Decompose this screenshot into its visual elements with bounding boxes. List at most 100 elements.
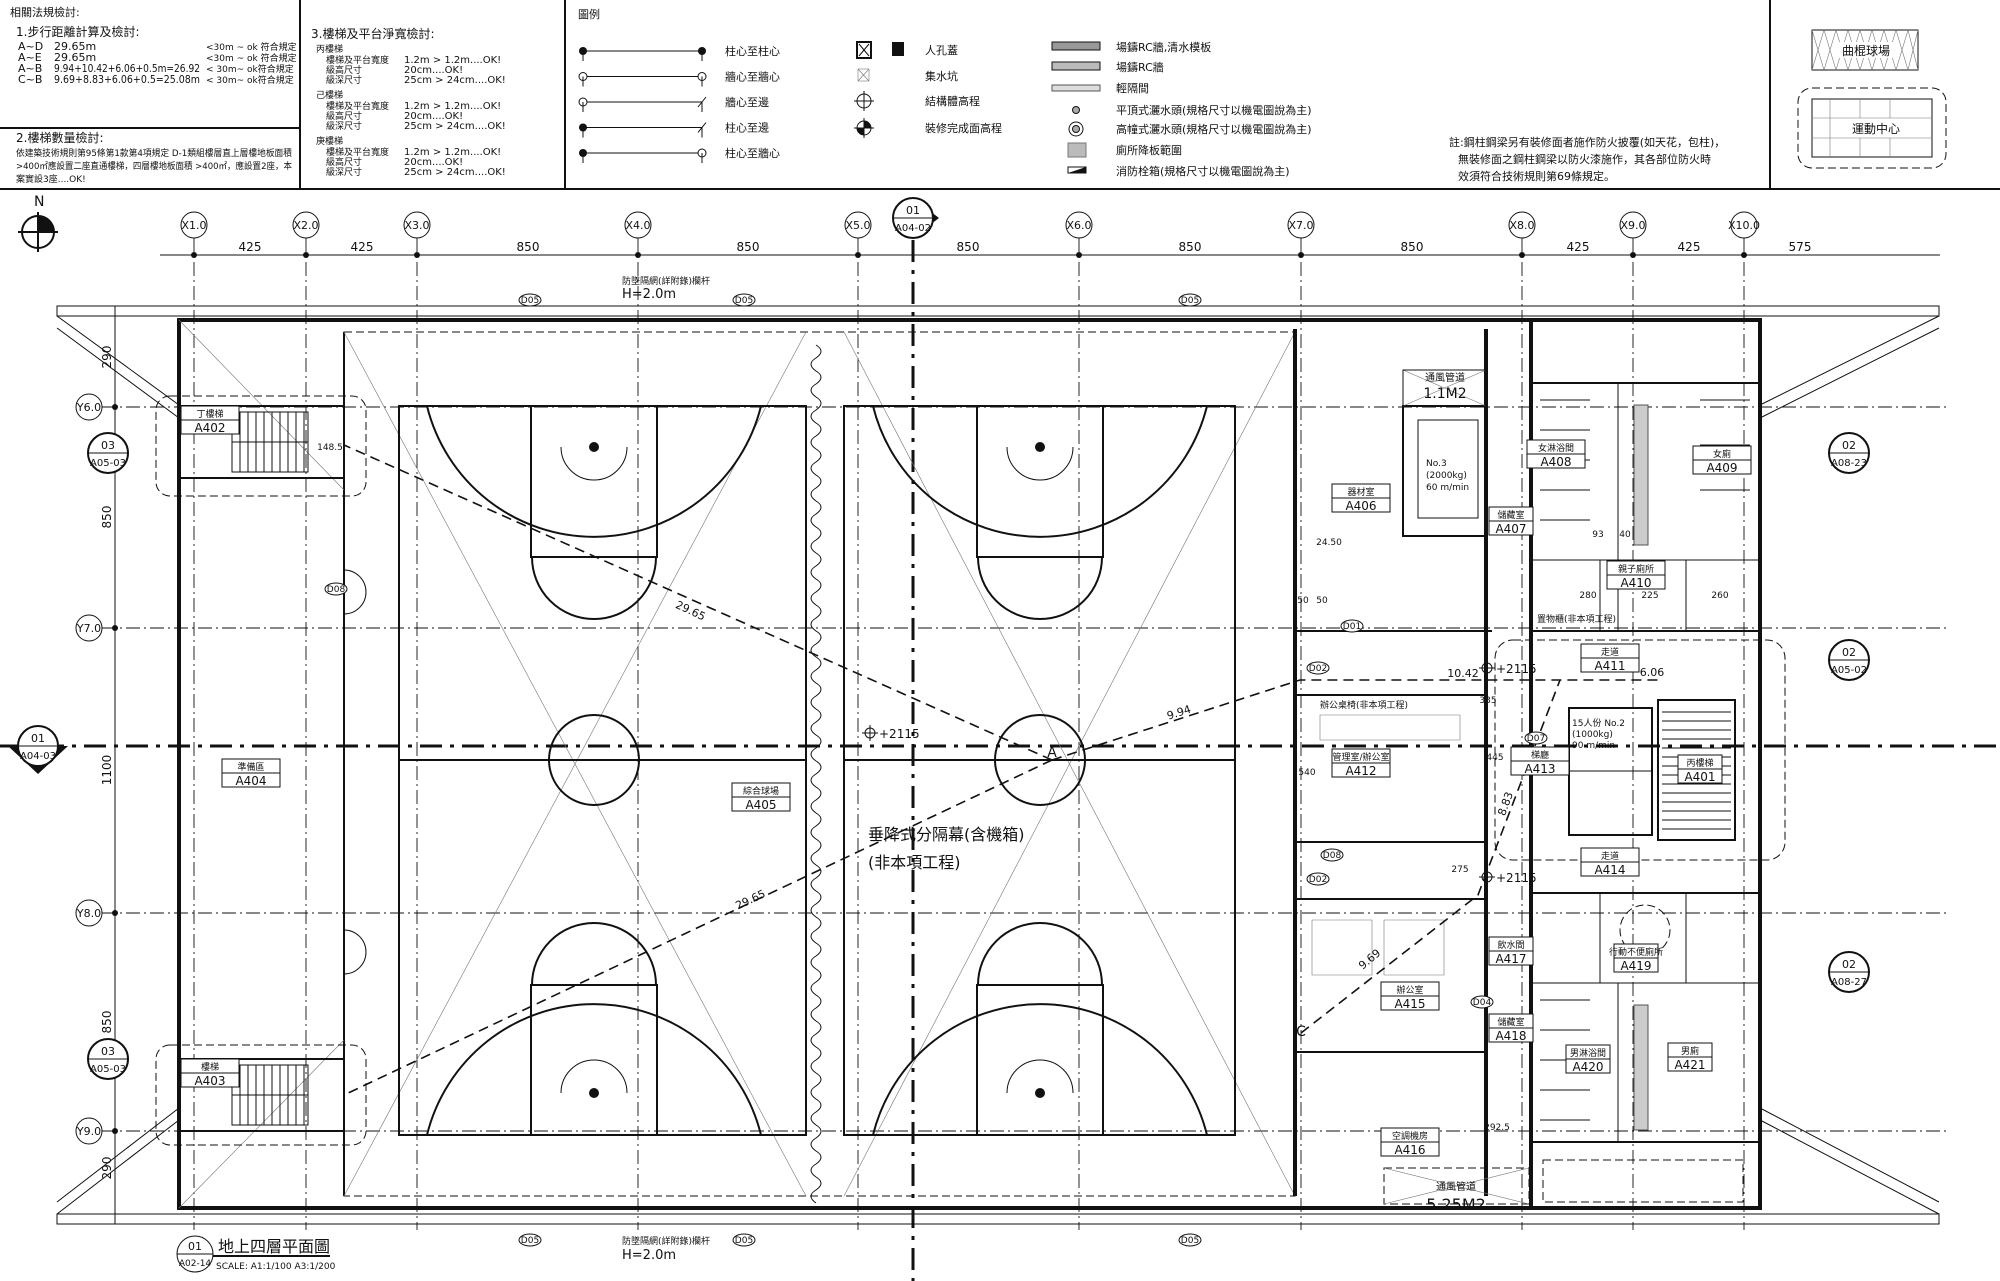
hoop-icon — [589, 1088, 599, 1098]
legend-material-label: 平頂式灑水頭(規格尺寸以機電圖說為主) — [1116, 103, 1312, 117]
grid-bubble — [1619, 211, 1647, 239]
header-panel — [0, 0, 2000, 190]
stair-check-label: 級高尺寸 — [326, 156, 362, 168]
dimension-value: 260 — [1711, 591, 1728, 601]
door-tag: D04 — [1470, 995, 1494, 1009]
room-name: 辦公室 — [1396, 984, 1423, 996]
dimension-value: 292.5 — [1484, 1123, 1510, 1133]
legend-line-label: 柱心至柱心 — [725, 44, 780, 58]
row-dimension: 290 — [100, 1157, 114, 1180]
elevation-value: +2115 — [879, 727, 920, 741]
elevation-marker: +2115 — [1479, 660, 1537, 676]
legend-material-label: 消防栓箱(規格尺寸以機電圖說為主) — [1116, 164, 1290, 178]
stair-group-name: 己樓梯 — [316, 89, 343, 101]
callout-number: 02 — [1842, 646, 1856, 659]
room-name: 準備區 — [237, 761, 264, 773]
railing-note: 防墜隔網(詳附錄)欄杆 — [622, 275, 710, 287]
restricted-arc — [1006, 446, 1074, 481]
railing-height: H=2.0m — [622, 1248, 676, 1263]
restricted-arc — [1006, 1059, 1074, 1094]
walking-distance-title: 1.步行距離計算及檢討: — [16, 24, 140, 39]
door-tag-label: D08 — [1323, 851, 1342, 861]
duct-label: 通風管道 — [1425, 371, 1465, 384]
grid-label: X9.0 — [1620, 219, 1645, 232]
room-name: 儲藏室 — [1497, 509, 1524, 521]
callout-sheet: A08-27 — [1831, 977, 1867, 988]
distance-value: 29.65m — [54, 40, 96, 53]
free-throw-lane — [530, 984, 658, 1136]
room-name: 親子廁所 — [1618, 563, 1654, 575]
room-name: 走道 — [1601, 646, 1619, 658]
callout-number: 01 — [31, 732, 45, 745]
structure-elevation-icon — [854, 91, 874, 111]
room-code: A405 — [745, 798, 776, 812]
room-code: A407 — [1495, 522, 1526, 536]
column-dimension: 850 — [517, 240, 540, 254]
row-dimension: 850 — [100, 506, 114, 529]
duct-label: 通風管道 — [1436, 1180, 1476, 1193]
distance-key: A~D — [18, 40, 43, 53]
curtain-note: 垂降式分隔幕(含機箱) — [868, 825, 1025, 844]
callout-sheet: A04-02 — [895, 223, 931, 234]
drawing-title-block: 01 A02-14 地上四層平面圖 SCALE: A1:1/100 A3:1/2… — [176, 1235, 336, 1273]
door-tag: D02 — [1306, 661, 1330, 675]
desk-note: 辦公桌椅(非本項工程) — [1320, 699, 1408, 711]
door-tag: D05 — [732, 293, 756, 307]
elevator-spec: No.3 — [1426, 459, 1447, 469]
stair-a401 — [1657, 699, 1736, 841]
room-name: 管理室/辦公室 — [1332, 751, 1389, 763]
grid-label: X4.0 — [625, 219, 650, 232]
distance-result: < 30m~ ok符合規定 — [206, 63, 294, 75]
room-code: A420 — [1572, 1060, 1603, 1074]
stair-check-label: 樓梯及平台寬度 — [326, 100, 389, 112]
stair-count-line: 依建築技術規則第95條第1款第4項規定 D-1類組樓層直上層樓地板面積 — [16, 147, 292, 159]
room-code: A421 — [1674, 1058, 1705, 1072]
stair-check-label: 級深尺寸 — [326, 166, 362, 178]
escape-path-a-d — [343, 444, 1053, 761]
dimension-value: 40 — [1619, 530, 1631, 540]
legend-line-label: 牆心至邊 — [725, 95, 769, 109]
room-code: A419 — [1620, 959, 1651, 973]
door-tag-label: D02 — [1309, 664, 1327, 674]
distance-value: 9.69+8.83+6.06+0.5=25.08m — [54, 73, 200, 86]
key-plan-sports-center-label: 運動中心 — [1852, 121, 1900, 136]
grid-label: Y8.0 — [76, 907, 101, 920]
duct-area: 1.1M2 — [1423, 386, 1466, 402]
grid-bubble — [180, 211, 208, 239]
distance-result: <30m ~ ok 符合規定 — [206, 41, 297, 53]
dimension-value: 335 — [1479, 696, 1496, 706]
free-throw-lane — [976, 405, 1104, 558]
door-tag: D01 — [1340, 619, 1364, 633]
three-point-arc — [872, 405, 1208, 538]
door-tag: D05 — [732, 1233, 756, 1247]
three-point-arc — [426, 1003, 762, 1136]
grid-bubble — [403, 211, 431, 239]
room-name: 綜合球場 — [743, 785, 779, 797]
key-plan-hockey-label: 曲棍球場 — [1842, 44, 1890, 58]
room-code: A408 — [1540, 455, 1571, 469]
door-tag-label: D02 — [1309, 875, 1327, 885]
grid-label: X6.0 — [1066, 219, 1091, 232]
dimension-value: 280 — [1579, 591, 1596, 601]
escape-path-a-e — [343, 759, 1053, 1096]
title-number: 01 — [188, 1240, 202, 1253]
room-name: 丙樓梯 — [1686, 757, 1713, 769]
door-tag: D07 — [1524, 731, 1548, 745]
locker-note: 置物櫃(非本項工程) — [1537, 613, 1616, 625]
room-code: A417 — [1495, 952, 1526, 966]
distance-key: A~B — [18, 62, 42, 75]
